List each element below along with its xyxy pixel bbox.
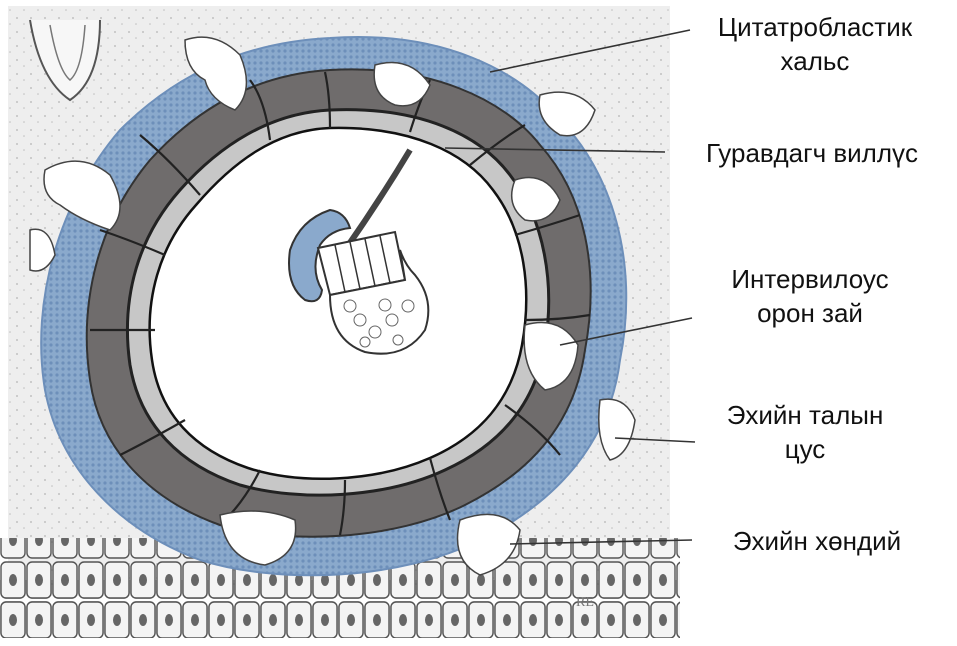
label-tertiary-villus: Гуравдагч виллүс [672,136,952,170]
label-line: Интервилоус [690,262,930,296]
label-line: Цитатробластик [690,10,940,44]
label-line: орон зай [690,296,930,330]
label-line: Эхийн талын [690,398,920,432]
label-line: хальс [690,44,940,78]
label-intervillous-space: Интервилоус орон зай [690,262,930,330]
artist-mark: RE [576,595,594,610]
label-cytotrophoblastic-shell: Цитатробластик хальс [690,10,940,78]
label-line: Гуравдагч виллүс [672,136,952,170]
label-line: цус [690,432,920,466]
label-line: Эхийн хөндий [692,524,942,558]
label-maternal-cavity: Эхийн хөндий [692,524,942,558]
label-maternal-blood: Эхийн талын цус [690,398,920,466]
